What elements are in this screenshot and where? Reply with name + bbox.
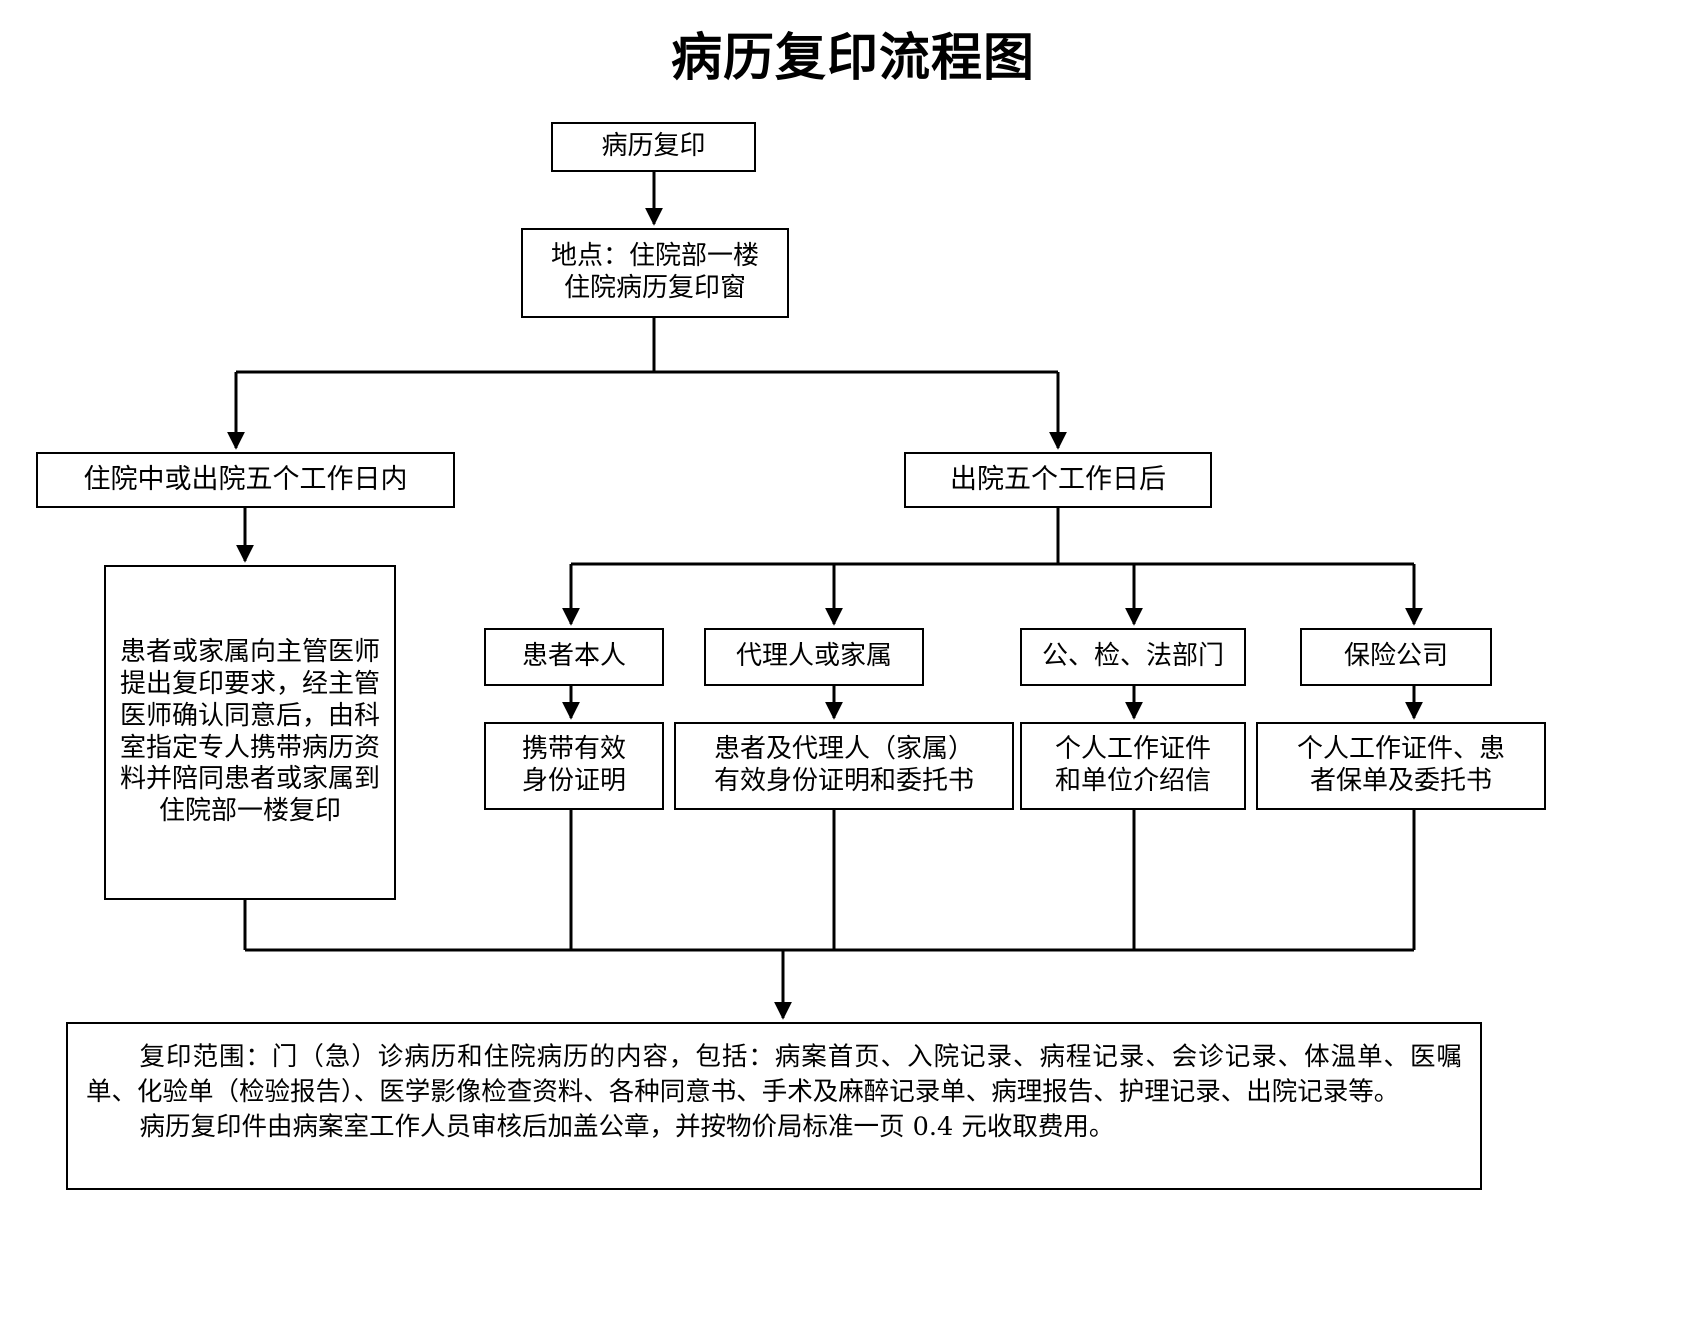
node-documents-agent-or-family[interactable]: 患者及代理人（家属） 有效身份证明和委托书	[674, 722, 1014, 810]
node-label: 公、检、法部门	[1041, 641, 1224, 672]
node-label: 个人工作证件、患 者保单及委托书	[1296, 734, 1505, 796]
node-label: 携带有效 身份证明	[521, 734, 626, 796]
node-label: 患者及代理人（家属） 有效身份证明和委托书	[713, 734, 974, 796]
node-applicant-agent-or-family[interactable]: 代理人或家属	[704, 628, 924, 686]
node-medical-record-copy[interactable]: 病历复印	[551, 122, 756, 172]
node-condition-after-five-days[interactable]: 出院五个工作日后	[904, 452, 1212, 508]
node-copy-scope-notes[interactable]: 复印范围：门（急）诊病历和住院病历的内容，包括：病案首页、入院记录、病程记录、会…	[66, 1022, 1482, 1190]
page-title: 病历复印流程图	[670, 28, 1035, 88]
node-label: 保险公司	[1343, 641, 1448, 672]
node-documents-insurance-company[interactable]: 个人工作证件、患 者保单及委托书	[1256, 722, 1546, 810]
node-label: 住院中或出院五个工作日内	[83, 463, 408, 495]
node-label: 出院五个工作日后	[950, 463, 1166, 495]
node-label: 个人工作证件 和单位介绍信	[1054, 734, 1211, 796]
node-condition-within-five-days[interactable]: 住院中或出院五个工作日内	[36, 452, 455, 508]
node-documents-legal-department[interactable]: 个人工作证件 和单位介绍信	[1020, 722, 1246, 810]
node-label: 地点：住院部一楼 住院病历复印窗	[550, 241, 759, 303]
node-applicant-insurance-company[interactable]: 保险公司	[1300, 628, 1492, 686]
node-label: 患者或家属向主管医师提出复印要求，经主管医师确认同意后，由科室指定专人携带病历资…	[119, 637, 380, 826]
node-applicant-patient[interactable]: 患者本人	[484, 628, 664, 686]
node-documents-patient[interactable]: 携带有效 身份证明	[484, 722, 664, 810]
node-label: 患者本人	[521, 641, 626, 672]
node-label: 代理人或家属	[735, 641, 892, 672]
footer-paragraph-fee: 病历复印件由病案室工作人员审核后加盖公章，并按物价局标准一页 0.4 元收取费用…	[139, 1112, 1115, 1143]
node-applicant-legal-department[interactable]: 公、检、法部门	[1020, 628, 1246, 686]
node-inpatient-procedure[interactable]: 患者或家属向主管医师提出复印要求，经主管医师确认同意后，由科室指定专人携带病历资…	[104, 565, 396, 900]
footer-paragraph-scope: 复印范围：门（急）诊病历和住院病历的内容，包括：病案首页、入院记录、病程记录、会…	[86, 1042, 1462, 1108]
node-label: 病历复印	[601, 131, 706, 162]
node-location[interactable]: 地点：住院部一楼 住院病历复印窗	[521, 228, 789, 318]
